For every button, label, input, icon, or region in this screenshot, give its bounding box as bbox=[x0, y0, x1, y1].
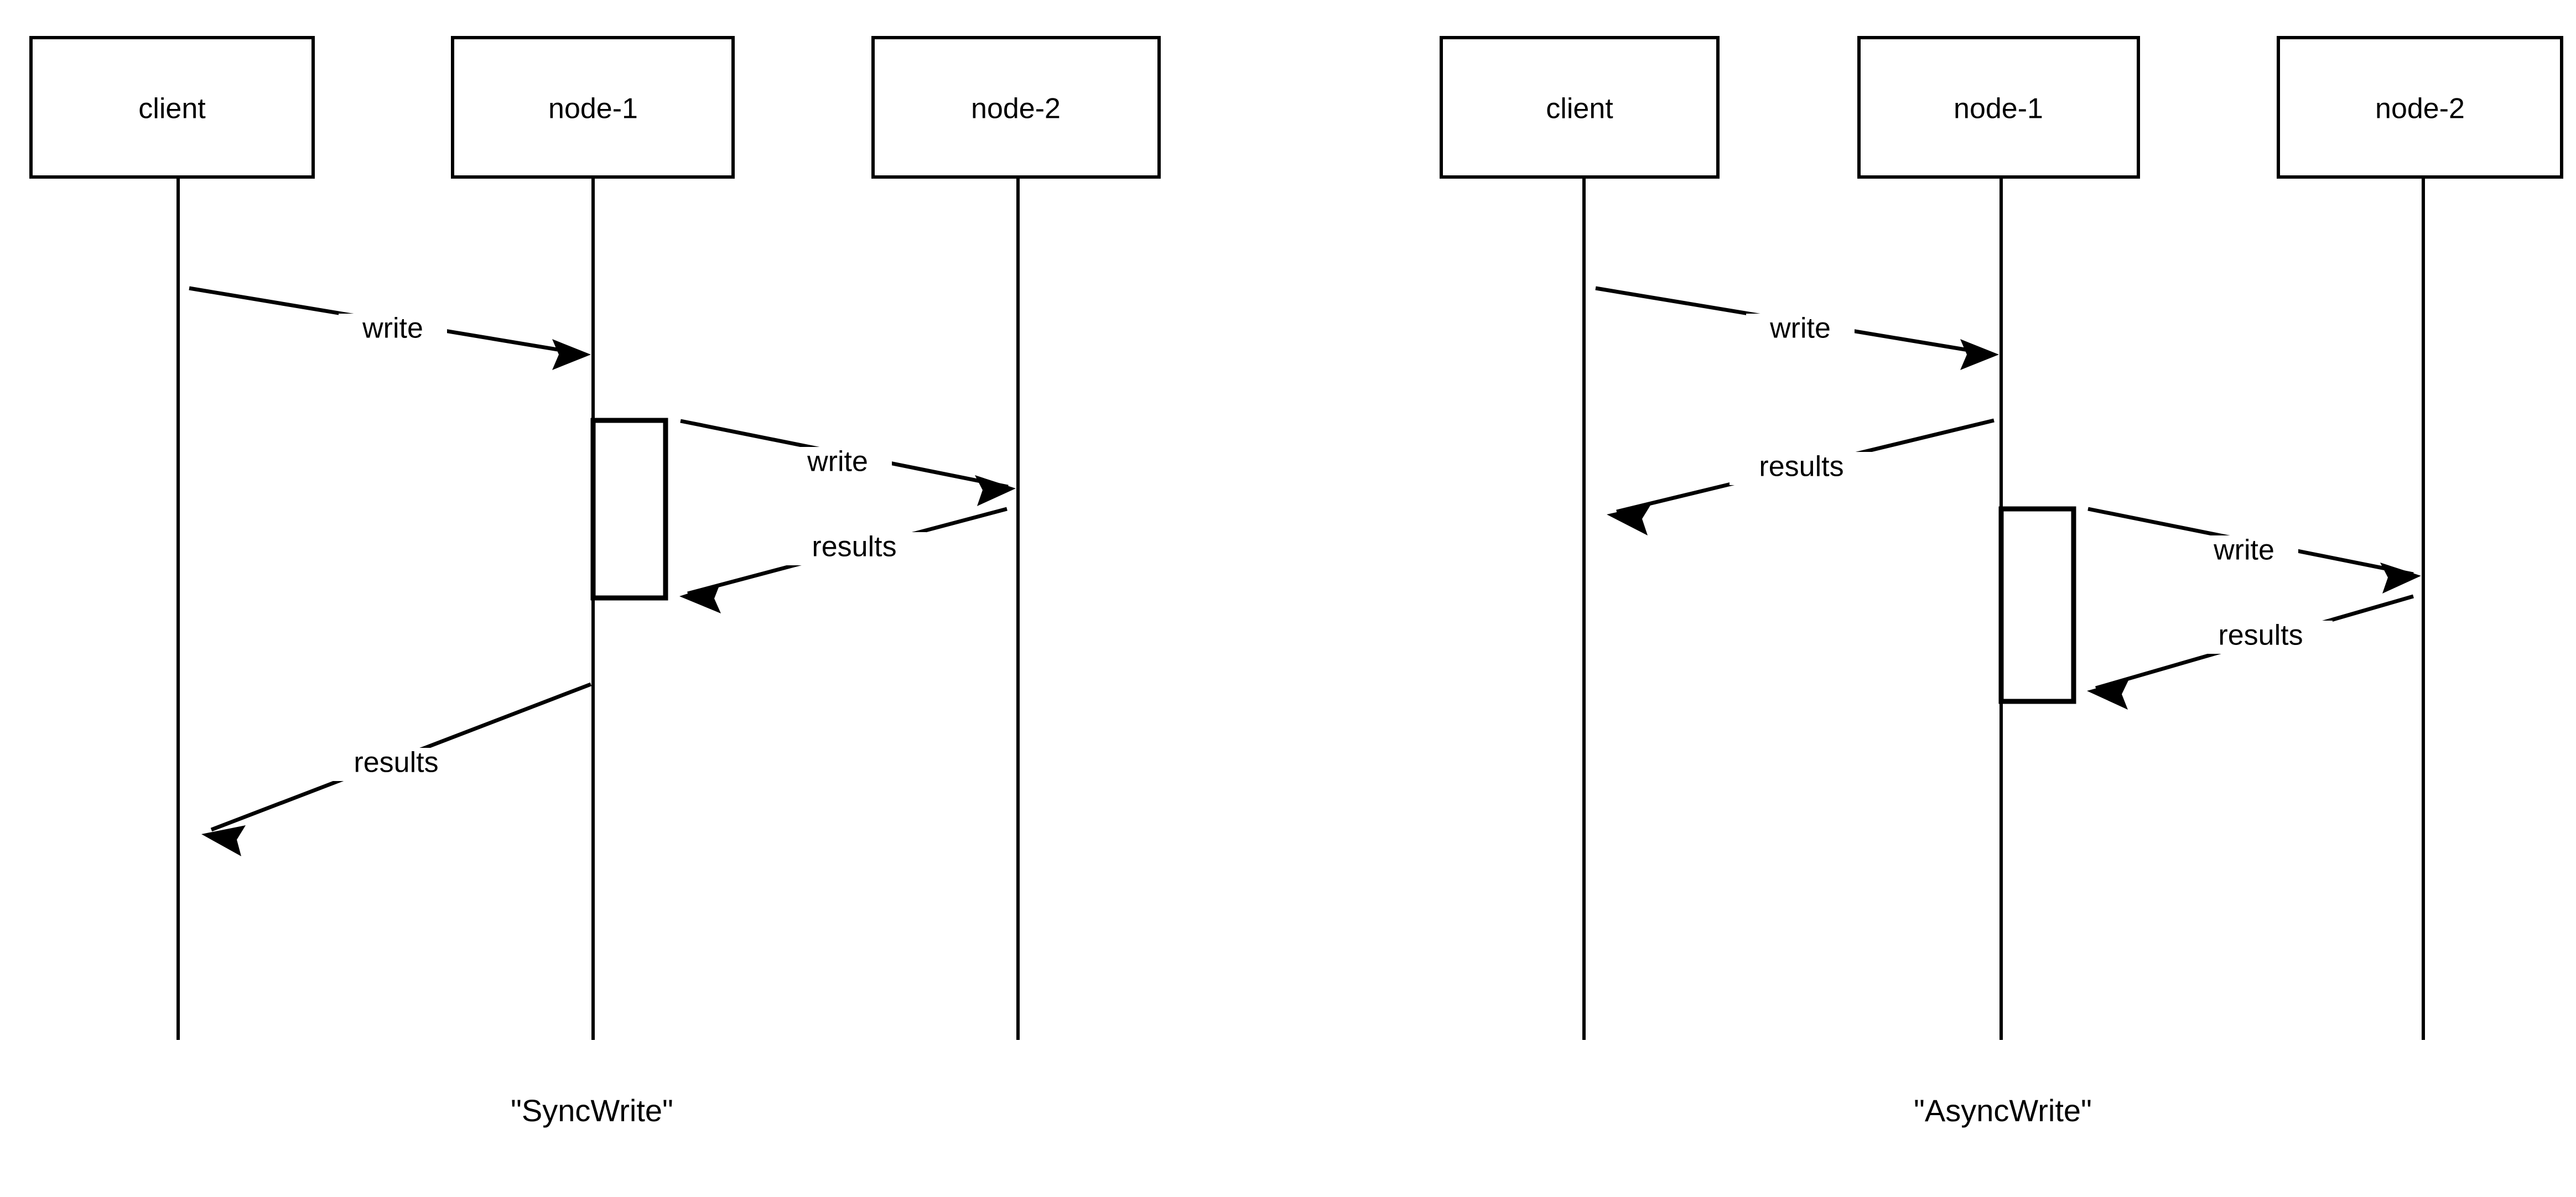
participant-label-node-1: node-1 bbox=[1954, 93, 2043, 125]
arrow-head-left bbox=[201, 825, 246, 856]
message-write-client-to-node-1[interactable]: write bbox=[1595, 286, 1999, 370]
participant-node-1-left[interactable]: node-1 bbox=[451, 36, 735, 1040]
activation-bar-node-1 bbox=[1998, 506, 2076, 704]
participant-box-client[interactable] bbox=[1440, 36, 1720, 179]
message-label-backdrop bbox=[782, 532, 926, 565]
participant-box-client[interactable] bbox=[29, 36, 315, 179]
participant-box-node-1[interactable] bbox=[1857, 36, 2140, 179]
activation-bar-node-1 bbox=[590, 418, 668, 601]
arrow-head-right bbox=[1960, 339, 1999, 370]
message-results-node-2-to-node-1[interactable]: results bbox=[679, 507, 1007, 613]
arrow-head-left bbox=[2087, 679, 2129, 710]
message-label-results-2: results bbox=[2218, 620, 2303, 652]
diagram-async-write: client node-1 node-2 wr bbox=[1440, 36, 2563, 1128]
participant-label-client: client bbox=[1546, 93, 1613, 125]
message-label-results-1: results bbox=[1759, 451, 1843, 483]
diagram-sync-write: client node-1 node-2 wr bbox=[29, 36, 1161, 1128]
participant-label-client: client bbox=[138, 93, 206, 125]
message-write-client-to-node-1[interactable]: write bbox=[189, 286, 591, 370]
participant-node-1-right[interactable]: node-1 bbox=[1857, 36, 2140, 1040]
message-write-node-1-to-node-2[interactable]: write bbox=[680, 419, 1016, 506]
diagram-caption-async-write: "AsyncWrite" bbox=[1914, 1093, 2092, 1128]
arrow-head-left bbox=[1607, 504, 1651, 535]
message-label-backdrop bbox=[2189, 621, 2333, 654]
message-label-write-1: write bbox=[1769, 313, 1831, 345]
arrow-head-right bbox=[2380, 563, 2421, 594]
participant-label-node-2: node-2 bbox=[971, 93, 1061, 125]
participant-label-node-1: node-1 bbox=[548, 93, 638, 125]
message-label-write-1: write bbox=[362, 313, 423, 345]
arrow-head-left bbox=[679, 583, 721, 613]
participant-label-node-2: node-2 bbox=[2375, 93, 2465, 125]
message-label-backdrop bbox=[1746, 314, 1855, 347]
arrow-head-right bbox=[975, 475, 1016, 506]
message-label-write-2: write bbox=[807, 446, 868, 478]
participant-client-right[interactable]: client bbox=[1440, 36, 1720, 1040]
participant-box-node-2[interactable] bbox=[2277, 36, 2563, 179]
message-write-node-1-to-node-2[interactable]: write bbox=[2087, 507, 2421, 594]
arrow-head-right bbox=[552, 339, 591, 370]
message-label-backdrop bbox=[1730, 452, 1873, 485]
message-results-node-1-to-client[interactable]: results bbox=[201, 682, 592, 856]
message-label-results-1: results bbox=[812, 531, 896, 563]
message-label-write-2: write bbox=[2213, 534, 2274, 566]
participant-box-node-2[interactable] bbox=[871, 36, 1161, 179]
message-results-node-1-to-client[interactable]: results bbox=[1607, 418, 1995, 535]
participant-node-2-right[interactable]: node-2 bbox=[2277, 36, 2563, 1040]
participant-box-node-1[interactable] bbox=[451, 36, 735, 179]
participant-client-left[interactable]: client bbox=[29, 36, 315, 1040]
message-label-backdrop bbox=[2190, 535, 2298, 569]
participant-node-2-left[interactable]: node-2 bbox=[871, 36, 1161, 1040]
message-results-node-2-to-node-1[interactable]: results bbox=[2087, 594, 2414, 710]
message-label-backdrop bbox=[783, 447, 892, 480]
message-label-backdrop bbox=[339, 314, 447, 347]
message-label-backdrop bbox=[324, 748, 468, 781]
diagram-caption-sync-write: "SyncWrite" bbox=[511, 1093, 673, 1128]
message-label-results-2: results bbox=[354, 747, 438, 779]
